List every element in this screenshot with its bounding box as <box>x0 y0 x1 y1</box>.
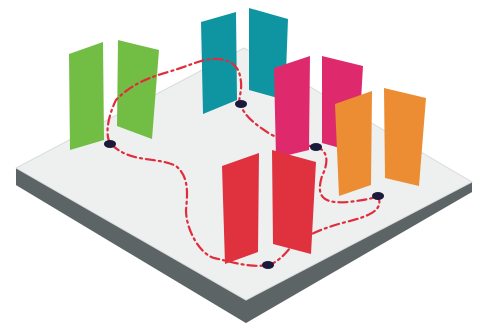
marker-red <box>262 261 274 269</box>
marker-green <box>104 140 116 148</box>
marker-pink <box>310 143 322 151</box>
marker-teal <box>235 100 247 108</box>
red-panel-left <box>222 153 259 264</box>
marker-orange <box>372 192 384 200</box>
green-panel-right <box>117 40 159 139</box>
orange-panel-left <box>335 91 372 196</box>
pink-panel-left <box>274 56 310 158</box>
orange-panel-right <box>384 88 426 186</box>
green-panel-left <box>69 42 104 150</box>
red-panel-right <box>272 150 316 254</box>
